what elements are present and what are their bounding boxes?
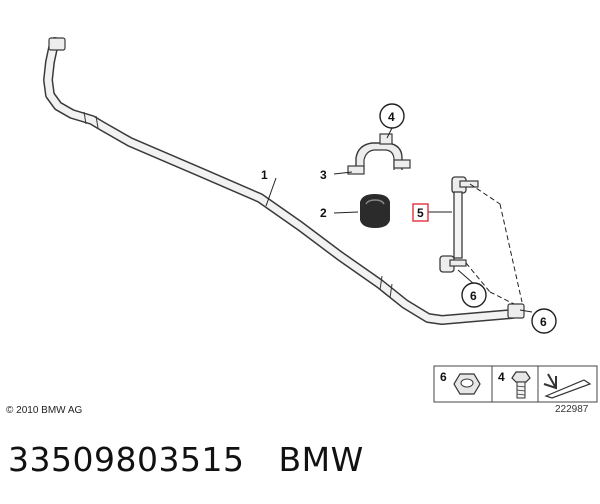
- bolt-icon: [511, 371, 531, 399]
- part-number: 33509803515: [8, 440, 245, 479]
- rubber-bushing[interactable]: [360, 194, 390, 228]
- brand-name: BMW: [278, 440, 364, 479]
- mounting-bracket[interactable]: [347, 133, 411, 175]
- leader-line-6b: [519, 309, 533, 313]
- leader-line-6a: [457, 269, 475, 285]
- part-caption: 33509803515 BMW: [8, 440, 364, 479]
- legend-label-6: 6: [440, 370, 447, 384]
- arrow-icon: [543, 373, 592, 399]
- callout-1: 1: [261, 168, 268, 182]
- callout-5[interactable]: 5: [417, 206, 424, 220]
- nut-icon: [453, 373, 481, 395]
- exploded-parts-diagram: 1 2 3 4 5 6 6 6 4: [43, 37, 598, 403]
- leader-line-3: [333, 171, 353, 175]
- highlight-box: [412, 203, 429, 222]
- callout-3: 3: [320, 168, 327, 182]
- fastener-legend: 6 4: [433, 365, 598, 403]
- stabilizer-link[interactable]: [439, 176, 523, 305]
- drawing-number: 222987: [555, 404, 589, 415]
- callout-4-circle: [379, 103, 405, 129]
- leader-line-2: [333, 211, 359, 214]
- callout-4: 4: [388, 110, 395, 124]
- legend-label-4: 4: [498, 370, 505, 384]
- callout-6a-circle: [461, 282, 487, 308]
- leader-line-1: [265, 177, 277, 207]
- leader-line-4: [386, 127, 393, 139]
- copyright-text: © 2010 BMW AG: [6, 405, 83, 416]
- stabilizer-bar[interactable]: [43, 37, 525, 325]
- callout-6b: 6: [540, 315, 547, 329]
- callout-6b-circle: [531, 308, 557, 334]
- callout-2: 2: [320, 206, 327, 220]
- callout-6a: 6: [470, 289, 477, 303]
